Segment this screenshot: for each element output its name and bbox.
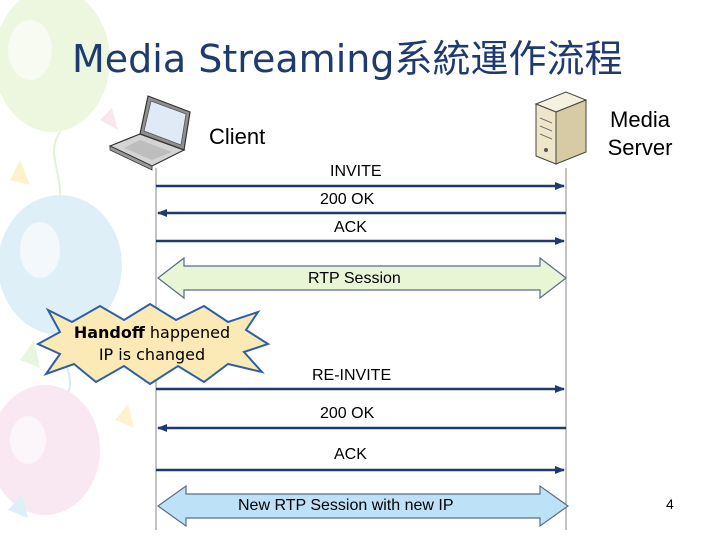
new-rtp-session-arrow xyxy=(156,484,570,528)
handoff-burst xyxy=(35,302,271,386)
page-title: Media Streaming系統運作流程 xyxy=(72,37,623,81)
rtp-session-arrow xyxy=(157,256,567,300)
server-label-line2: Server xyxy=(607,135,673,160)
ack1-label: ACK xyxy=(334,219,367,236)
rtp-session-label: RTP Session xyxy=(308,270,401,287)
server-label-line1: Media xyxy=(610,107,670,132)
handoff-rest: happened xyxy=(144,323,231,342)
handoff-line2: IP is changed xyxy=(98,345,206,364)
invite-label: INVITE xyxy=(330,163,382,180)
laptop-icon xyxy=(108,95,191,171)
server-icon xyxy=(534,91,588,165)
ok1-label: 200 OK xyxy=(320,191,375,208)
page-number: 4 xyxy=(666,496,674,512)
reinvite-label: RE-INVITE xyxy=(312,367,392,384)
media-server-label: Media Server xyxy=(602,106,678,162)
ack2-label: ACK xyxy=(334,446,367,463)
handoff-bold: Handoff xyxy=(73,323,145,342)
handoff-text: Handoff happened IP is changed xyxy=(56,322,248,366)
new-rtp-session-label: New RTP Session with new IP xyxy=(238,497,454,514)
client-label: Client xyxy=(209,124,266,149)
ok2-label: 200 OK xyxy=(320,405,375,422)
